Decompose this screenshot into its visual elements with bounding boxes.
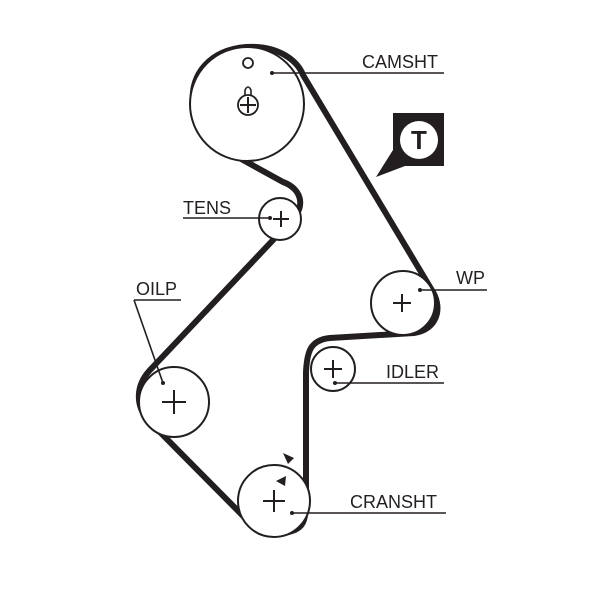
crank-timing-mark-icon <box>283 453 294 464</box>
crank-timing-mark-lower-icon <box>276 476 286 486</box>
idler-label: IDLER <box>386 362 439 382</box>
timing-mark-pointer <box>244 86 252 96</box>
badge-circle <box>400 121 438 159</box>
oil-pump-label: OILP <box>136 279 177 299</box>
camshaft-pulley <box>189 46 305 162</box>
tensioner-label: TENS <box>183 198 231 218</box>
oil-pump-pulley <box>138 366 210 438</box>
idler-pulley <box>310 346 356 392</box>
tensioner-badge: T <box>376 113 444 177</box>
water-pump-pulley <box>370 270 436 336</box>
tensioner-pulley <box>258 197 302 241</box>
crankshaft-label: CRANSHT <box>350 492 437 512</box>
crankshaft-pulley <box>237 453 311 538</box>
leader-lines <box>133 71 487 515</box>
camshaft-label: CAMSHT <box>362 52 438 72</box>
water-pump-label: WP <box>456 268 485 288</box>
badge-letter: T <box>411 125 427 155</box>
timing-mark-circle <box>242 57 254 69</box>
